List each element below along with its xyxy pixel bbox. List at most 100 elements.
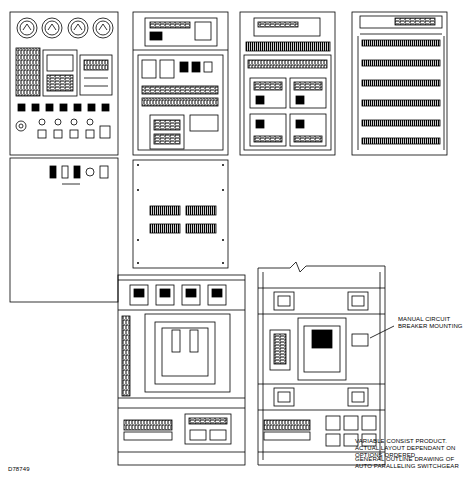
terminal-panel-part: [395, 18, 435, 25]
manual-breaker-section-part: [326, 416, 340, 430]
breaker-section-part: [118, 408, 245, 409]
manual-breaker-section-part: [274, 292, 294, 310]
leader-line: [370, 326, 394, 338]
push-buttons-part: [71, 119, 77, 125]
relay-panel-part: [195, 22, 211, 40]
push-buttons-part: [38, 130, 46, 138]
terminal-plate-part: [150, 224, 180, 233]
manual-breaker-section-part: [348, 292, 368, 310]
meter-gauges-part: [23, 24, 107, 30]
meter-gauges-part: [68, 18, 88, 38]
terminal-plate-part-part: [137, 239, 139, 241]
push-buttons-part: [100, 126, 110, 138]
drawing-number: D78749: [8, 466, 68, 473]
push-buttons-part: [54, 130, 62, 138]
outline-part: [10, 12, 447, 465]
relay-panel-part: [138, 55, 223, 150]
manual-breaker-section-part: [264, 420, 310, 430]
breaker-section-part: [124, 432, 172, 440]
control-panel-door-part: [80, 55, 112, 95]
breaker-section-part: [189, 418, 227, 424]
relay-panel-part: [150, 32, 162, 40]
control-panel-door-part: [10, 12, 118, 155]
push-buttons-part: [86, 130, 94, 138]
breaker-section-part: [124, 420, 172, 430]
breaker-section-part: [208, 285, 226, 305]
push-buttons-part: [19, 124, 23, 128]
manual-breaker-section-part: [274, 388, 294, 406]
manual-breaker-section-part: [298, 318, 346, 380]
breaker-section-part: [145, 314, 230, 392]
control-panel-door-part: [43, 50, 77, 96]
manual-breaker-section-part: [304, 326, 340, 372]
meter-gauges-part: [45, 21, 59, 35]
breaker-section-part: [134, 289, 144, 297]
breaker-section-part: [155, 322, 215, 384]
breaker-section-part: [156, 285, 174, 305]
breaker-section-part: [182, 285, 200, 305]
push-buttons: [16, 104, 110, 138]
manual-breaker-section-part: [352, 296, 364, 306]
lower-panel-door-part: [10, 158, 118, 302]
manual-breaker-section-part: [270, 330, 290, 370]
relay-panel-part: [145, 18, 217, 46]
manual-breaker-section-part: [264, 432, 310, 440]
lower-panel-door-part: [74, 166, 80, 178]
terminal-plate-part: [186, 224, 216, 233]
relay-panel-part: [133, 12, 228, 155]
drawing-caption: GENERAL OUTLINE DRAWING OF AUTO PARALLEL…: [355, 456, 469, 470]
meter-gauges-part: [42, 18, 62, 38]
governor-panel-part: [250, 78, 286, 108]
manual-breaker-section-part: [278, 296, 290, 306]
breaker-section-part: [162, 328, 208, 376]
relay-panel-part: [150, 22, 190, 28]
manual-breaker-section: [258, 262, 385, 465]
governor-panel-part: [250, 114, 286, 146]
breaker-section-part: [210, 430, 226, 440]
lower-panel-door: [10, 158, 118, 302]
relay-panel-part: [160, 60, 174, 78]
terminal-plate-part: [186, 206, 216, 215]
governor-panel-part: [296, 96, 304, 104]
manual-breaker-section-part: [348, 388, 368, 406]
relay-panel-part: [142, 86, 218, 94]
push-buttons-part: [87, 119, 93, 125]
push-buttons-part: [88, 104, 95, 111]
relay-panel-part: [150, 115, 184, 149]
breaker-section-part: [190, 430, 206, 440]
manual-breaker-section-part: [258, 288, 385, 289]
push-buttons-part: [60, 104, 67, 111]
breaker-section-part: [186, 289, 196, 297]
breaker-section-part: [118, 280, 245, 281]
governor-panel-part: [244, 55, 331, 150]
manual-breaker-section-part: [258, 314, 385, 315]
breaker-section-part: [212, 289, 222, 297]
breaker-section-part: [122, 316, 130, 396]
relay-panel-part: [142, 60, 156, 78]
terminal-plate-part: [150, 206, 180, 215]
terminal-panel-part: [362, 60, 440, 66]
lower-panel-door-part: [62, 184, 80, 185]
manual-breaker-section-part: [274, 334, 286, 364]
push-buttons-part: [46, 104, 53, 111]
leader-line-part: [370, 326, 394, 338]
governor-panel-part: [294, 82, 322, 90]
terminal-plate-part: [137, 164, 224, 264]
manual-breaker-section-part: [326, 434, 340, 446]
terminal-plate-part: [133, 160, 228, 268]
terminal-plate-part-part: [222, 164, 224, 166]
governor-panel-part: [256, 96, 264, 104]
meter-gauges-part: [20, 21, 34, 35]
breaker-section-part: [190, 330, 198, 352]
control-panel-door-part: [84, 60, 108, 70]
terminal-plate-part-part: [222, 239, 224, 241]
manual-breaker-section-part: [258, 384, 385, 385]
terminal-panel-part: [362, 80, 440, 86]
relay-panel-part: [133, 50, 228, 51]
meter-gauges-part: [17, 18, 37, 38]
lower-panel-door-part: [86, 168, 94, 176]
manual-breaker-section-part: [352, 334, 368, 346]
push-buttons-part: [55, 119, 61, 125]
